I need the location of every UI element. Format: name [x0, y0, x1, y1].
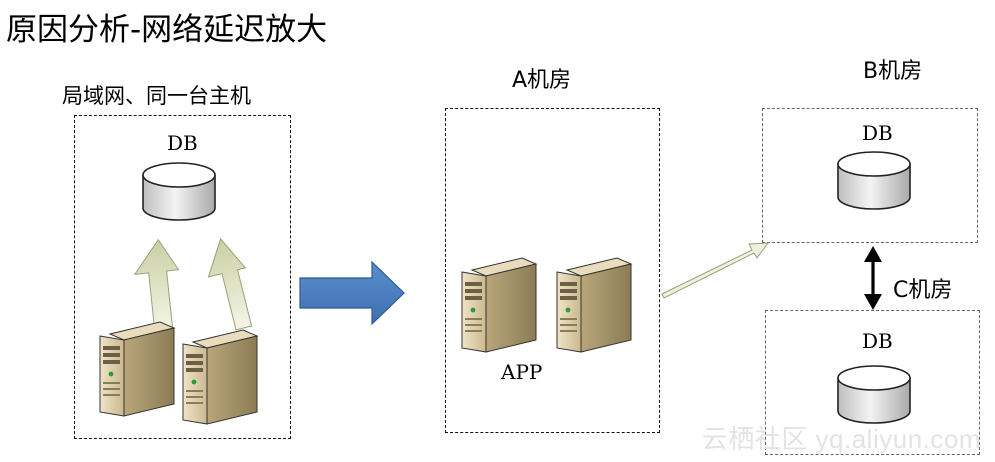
page-title: 原因分析-网络延迟放大: [6, 12, 328, 48]
app-label: APP: [501, 360, 543, 384]
app-server-icon: [461, 257, 537, 353]
app-server-icon: [556, 257, 632, 353]
left-panel-caption: 局域网、同一台主机: [62, 84, 251, 108]
room-a-box: [445, 108, 660, 433]
left-db-icon: [142, 162, 216, 221]
server-icon: [182, 329, 258, 425]
room-b-box: [762, 108, 978, 243]
network-arrow-icon: [661, 242, 770, 299]
room-b-db-label: DB: [862, 121, 893, 145]
up-arrow-icon: [207, 237, 253, 331]
server-icon: [99, 321, 175, 417]
left-panel-box: [74, 115, 291, 439]
left-db-label: DB: [167, 131, 198, 155]
room-b-db-icon: [837, 151, 911, 210]
room-c-caption: C机房: [893, 278, 953, 303]
watermark: 云栖社区 yq.aliyun.com: [701, 424, 981, 454]
room-c-db-icon: [837, 365, 911, 424]
room-a-caption: A机房: [512, 68, 572, 93]
transition-arrow-icon: [299, 260, 405, 326]
up-arrow-icon: [133, 238, 180, 332]
room-c-box: [765, 310, 980, 455]
room-b-caption: B机房: [863, 59, 923, 84]
room-c-db-label: DB: [862, 329, 893, 353]
